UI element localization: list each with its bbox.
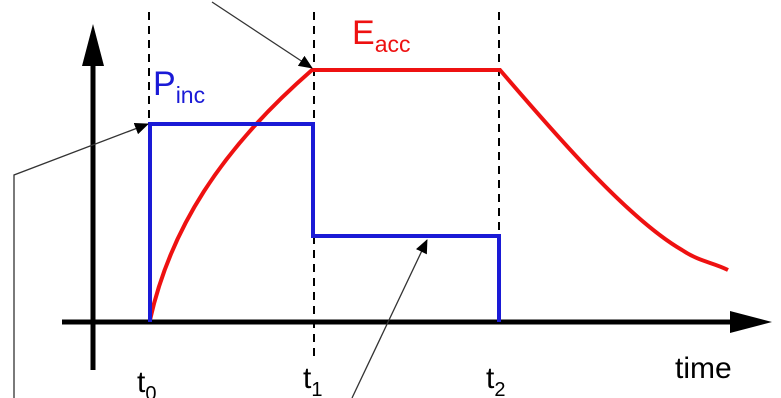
eacc-annotation-arrow bbox=[211, 1, 313, 69]
eacc-curve bbox=[148, 68, 729, 321]
eacc-label: Eacc bbox=[352, 14, 410, 57]
pinc-pulse bbox=[148, 122, 501, 322]
y-axis-arrowhead bbox=[82, 24, 104, 66]
t0-label: t0 bbox=[137, 366, 156, 398]
pinc-annotation-arrow bbox=[13, 123, 149, 398]
axes: time bbox=[62, 24, 772, 385]
t1-label: t1 bbox=[303, 362, 322, 398]
time-markers bbox=[148, 12, 500, 362]
pinc-label: Pinc bbox=[153, 65, 205, 108]
plateau-annotation-arrow bbox=[351, 239, 428, 398]
x-axis-label: time bbox=[675, 352, 732, 385]
t2-label: t2 bbox=[486, 362, 505, 398]
x-axis-arrowhead bbox=[730, 311, 772, 333]
annotation-arrows bbox=[13, 1, 428, 398]
